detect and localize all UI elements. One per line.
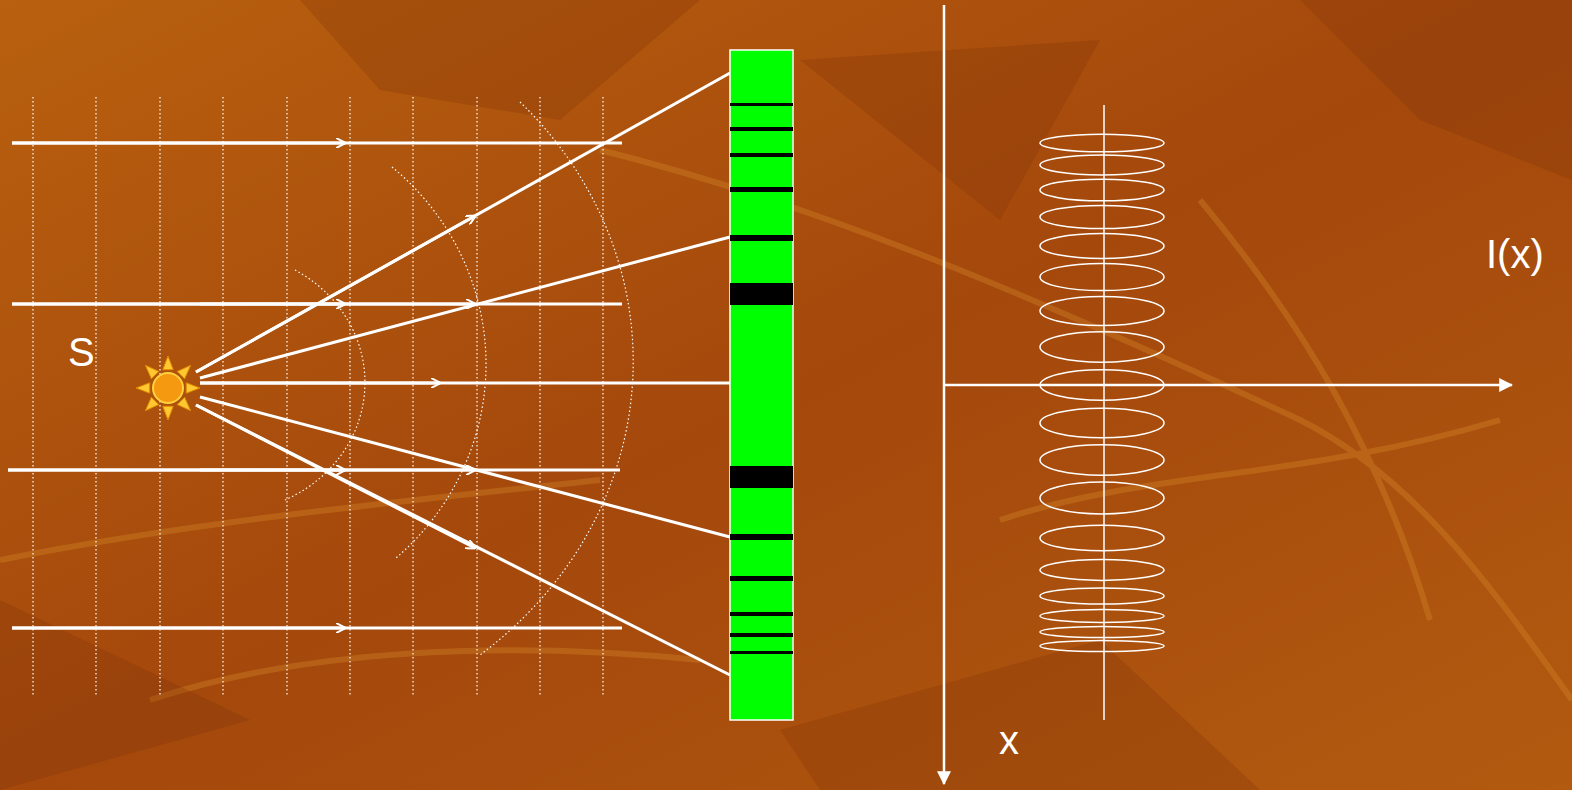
dark-fringes (730, 103, 793, 654)
intensity-axis (1103, 105, 1105, 720)
screen (730, 50, 793, 720)
figure-label: x (999, 720, 1019, 760)
spherical-wavefronts (285, 102, 633, 655)
intensity-curve (1040, 134, 1164, 651)
plane-rays (8, 143, 622, 628)
source-rays (196, 73, 730, 675)
figure-label: I(x) (1486, 234, 1544, 274)
axes (944, 5, 1512, 784)
light-source (136, 356, 200, 420)
plane-wavefronts (33, 97, 603, 697)
figure-label: S (68, 332, 95, 372)
